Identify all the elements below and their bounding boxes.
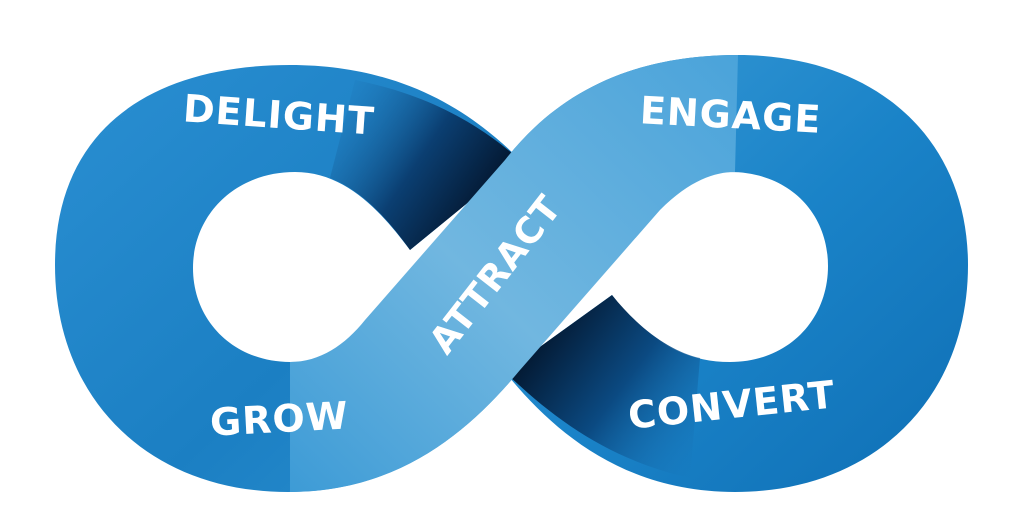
stage-label-grow: GROW (209, 393, 350, 444)
stage-label-engage: ENGAGE (639, 88, 823, 141)
left-loop-shadow (330, 80, 520, 250)
attract-band (290, 55, 738, 492)
right-loop-shadow (505, 295, 700, 478)
